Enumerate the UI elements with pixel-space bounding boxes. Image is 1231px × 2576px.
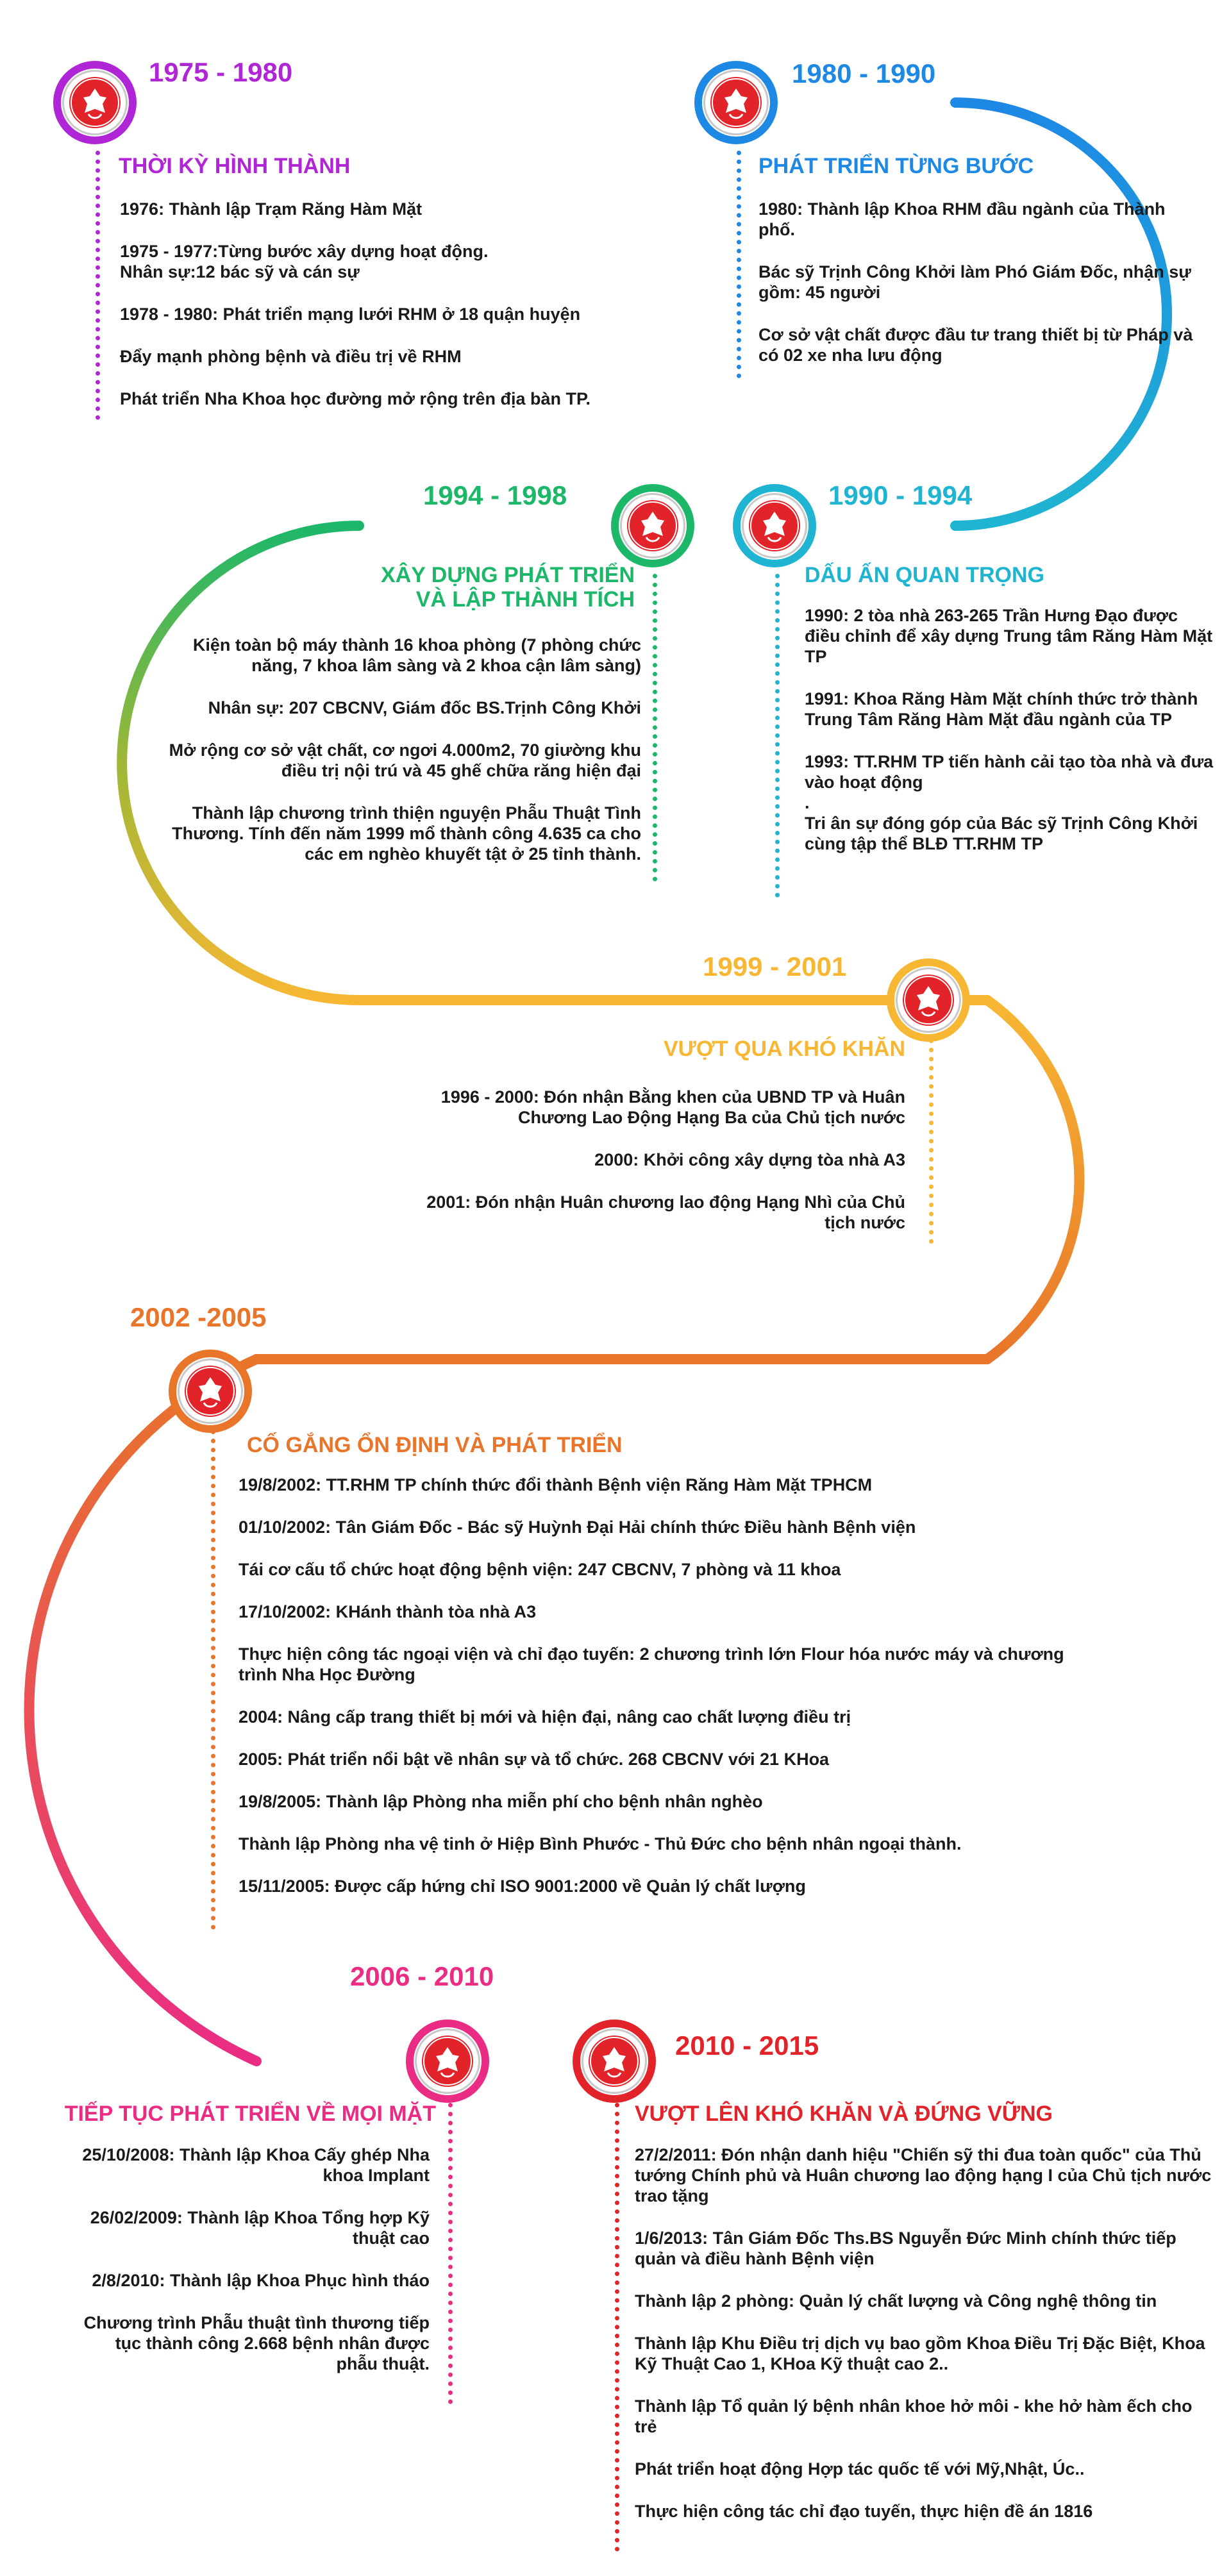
period-year: 1994 - 1998 <box>423 480 567 510</box>
list-item: Bác sỹ Trịnh Công Khởi làm Phó Giám Đốc,… <box>758 262 1191 302</box>
connector-dots <box>775 574 780 898</box>
list-item: 19/8/2005: Thành lập Phòng nha miễn phí … <box>239 1792 763 1811</box>
period-items: 1996 - 2000: Đón nhận Bằng khen của UBND… <box>410 1087 905 1255</box>
connector-dots <box>737 151 741 378</box>
period-badge-1999-2001 <box>887 958 970 1042</box>
period-items: 27/2/2011: Đón nhận danh hiệu "Chiến sỹ … <box>635 2145 1212 2543</box>
connector-dots <box>929 1039 934 1244</box>
period-year: 2010 - 2015 <box>675 2030 819 2061</box>
list-item: 1991: Khoa Răng Hàm Mặt chính thức trở t… <box>805 689 1198 729</box>
list-item: Phát triển hoạt động Hợp tác quốc tế với… <box>635 2459 1085 2479</box>
list-item: 26/02/2009: Thành lập Khoa Tổng hợp Kỹ t… <box>90 2208 430 2248</box>
period-badge-2010-2015 <box>573 2020 656 2103</box>
list-item: 2000: Khởi công xây dựng tòa nhà A3 <box>594 1150 905 1169</box>
list-item: 1978 - 1980: Phát triển mạng lưới RHM ở … <box>120 305 581 324</box>
period-year: 1990 - 1994 <box>828 480 973 510</box>
list-item: Mở rộng cơ sở vật chất, cơ ngơi 4.000m2,… <box>169 740 641 780</box>
period-year: 1975 - 1980 <box>149 57 293 87</box>
list-item: Kiện toàn bộ máy thành 16 khoa phòng (7 … <box>192 635 641 675</box>
period-badge-1980-1990 <box>694 61 778 144</box>
hospital-logo-icon <box>422 2036 473 2087</box>
hospital-logo-icon <box>185 1366 236 1417</box>
list-item: 27/2/2011: Đón nhận danh hiệu "Chiến sỹ … <box>635 2145 1212 2205</box>
connector-dots <box>653 574 657 882</box>
list-item: Phát triển Nha Khoa học đường mở rộng tr… <box>120 389 590 408</box>
connector-dots <box>615 2103 619 2552</box>
period-items: 1980: Thành lập Khoa RHM đầu ngành của T… <box>758 199 1201 387</box>
list-item: 2/8/2010: Thành lập Khoa Phục hình tháo <box>92 2271 430 2290</box>
period-heading: VƯỢT LÊN KHÓ KHĂN VÀ ĐỨNG VỮNG <box>635 2102 1053 2126</box>
hospital-logo-icon <box>903 974 954 1026</box>
period-items: 25/10/2008: Thành lập Khoa Cấy ghép Nha … <box>71 2145 430 2396</box>
period-badge-1990-1994 <box>733 484 816 567</box>
list-item: Thành lập Tổ quản lý bệnh nhân khoe hở m… <box>635 2396 1193 2436</box>
list-item: Thành lập Phòng nha vệ tinh ở Hiệp Bình … <box>239 1834 962 1853</box>
list-item: 1/6/2013: Tân Giám Đốc Ths.BS Nguyễn Đức… <box>635 2229 1177 2268</box>
period-heading: THỜI KỲ HÌNH THÀNH <box>119 154 351 178</box>
list-item: Đẩy mạnh phòng bệnh và điều trị về RHM <box>120 347 462 366</box>
list-item: Thành lập chương trình thiện nguyện Phẫu… <box>172 803 641 864</box>
list-item: 1996 - 2000: Đón nhận Bằng khen của UBND… <box>440 1087 905 1127</box>
list-item: 1990: 2 tòa nhà 263-265 Trần Hưng Đạo đư… <box>805 606 1213 666</box>
hospital-logo-icon <box>710 77 762 128</box>
period-heading: VƯỢT QUA KHÓ KHĂN <box>663 1037 905 1061</box>
list-item: 1993: TT.RHM TP tiến hành cải tạo tòa nh… <box>805 752 1214 853</box>
period-badge-2006-2010 <box>406 2020 489 2103</box>
period-items: Kiện toàn bộ máy thành 16 khoa phòng (7 … <box>147 635 641 886</box>
list-item: Thành lập Khu Điều trị dịch vụ bao gồm K… <box>635 2334 1205 2373</box>
period-heading: PHÁT TRIỂN TỪNG BƯỚC <box>758 154 1034 178</box>
list-item: 2005: Phát triển nổi bật về nhân sự và t… <box>239 1750 830 1769</box>
list-item: 01/10/2002: Tân Giám Đốc - Bác sỹ Huỳnh … <box>239 1518 916 1537</box>
period-heading: CỐ GẮNG ỔN ĐỊNH VÀ PHÁT TRIỂN <box>247 1433 623 1457</box>
connector-dots <box>96 151 100 420</box>
list-item: 25/10/2008: Thành lập Khoa Cấy ghép Nha … <box>82 2145 430 2185</box>
hospital-logo-icon <box>627 500 678 551</box>
period-year: 2006 - 2010 <box>350 1961 494 1991</box>
connector-dots <box>448 2103 453 2404</box>
list-item: Cơ sở vật chất được đầu tư trang thiết b… <box>758 325 1193 365</box>
period-items: 19/8/2002: TT.RHM TP chính thức đổi thàn… <box>239 1475 1104 1918</box>
period-year: 2002 -2005 <box>130 1302 267 1332</box>
list-item: Thực hiện công tác ngoại viện và chỉ đạo… <box>239 1644 1064 1684</box>
period-year: 1980 - 1990 <box>792 58 936 88</box>
hospital-logo-icon <box>589 2036 640 2087</box>
hospital-logo-icon <box>749 500 800 551</box>
period-items: 1976: Thành lập Trạm Răng Hàm Mặt 1975 -… <box>120 199 671 431</box>
list-item: Chương trình Phẫu thuật tình thương tiếp… <box>83 2313 430 2373</box>
list-item: 15/11/2005: Được cấp hứng chỉ ISO 9001:2… <box>239 1877 806 1896</box>
period-badge-1994-1998 <box>611 484 694 567</box>
list-item: 2001: Đón nhận Huân chương lao động Hạng… <box>426 1192 905 1232</box>
period-items: 1990: 2 tòa nhà 263-265 Trần Hưng Đạo đư… <box>805 605 1215 876</box>
period-heading: DẤU ẤN QUAN TRỌNG <box>805 563 1044 587</box>
list-item: Nhân sự: 207 CBCNV, Giám đốc BS.Trịnh Cô… <box>208 698 641 717</box>
list-item: 1975 - 1977:Từng bước xây dựng hoạt động… <box>120 242 489 281</box>
list-item: 19/8/2002: TT.RHM TP chính thức đổi thàn… <box>239 1475 873 1494</box>
period-badge-1975-1980 <box>53 61 137 144</box>
list-item: Tái cơ cấu tổ chức hoạt động bệnh viện: … <box>239 1560 841 1579</box>
connector-dots <box>211 1430 215 1930</box>
period-heading: XÂY DỰNG PHÁT TRIỂN VÀ LẬP THÀNH TÍCH <box>381 563 635 612</box>
list-item: Thực hiện công tác chỉ đạo tuyến, thực h… <box>635 2502 1093 2521</box>
list-item: 1980: Thành lập Khoa RHM đầu ngành của T… <box>758 199 1166 239</box>
list-item: 1976: Thành lập Trạm Răng Hàm Mặt <box>120 199 423 219</box>
list-item: 17/10/2002: KHánh thành tòa nhà A3 <box>239 1602 537 1621</box>
list-item: Thành lập 2 phòng: Quản lý chất lượng và… <box>635 2291 1157 2311</box>
hospital-logo-icon <box>69 77 121 128</box>
list-item: 2004: Nâng cấp trang thiết bị mới và hiệ… <box>239 1707 851 1727</box>
period-year: 1999 - 2001 <box>703 951 847 982</box>
period-heading: TIẾP TỤC PHÁT TRIỂN VỀ MỌI MẶT <box>64 2102 436 2126</box>
period-badge-2002-2005 <box>169 1350 252 1433</box>
